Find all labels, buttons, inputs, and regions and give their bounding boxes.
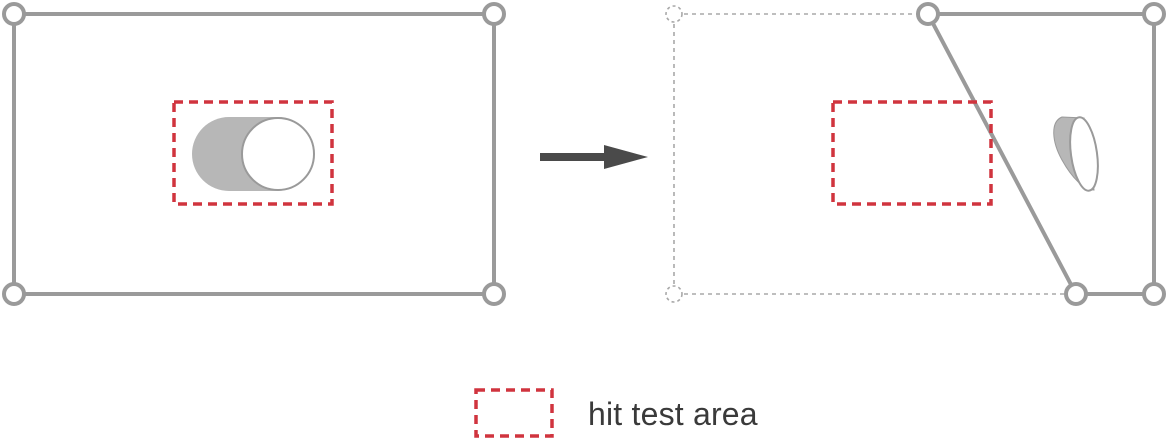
transform-arrow-icon bbox=[540, 145, 648, 169]
toggle-knob bbox=[241, 117, 315, 191]
toggle-switch-icon bbox=[192, 117, 315, 191]
arrow-head bbox=[604, 145, 648, 169]
rotated-handle-top-left bbox=[916, 2, 940, 26]
rotated-view bbox=[665, 2, 1166, 306]
hit-test-area-original bbox=[172, 100, 334, 206]
ghost-handle-top-left bbox=[665, 5, 683, 23]
legend-label: hit test area bbox=[588, 396, 758, 432]
corner-handle-bottom-left bbox=[2, 282, 26, 306]
original-view bbox=[2, 2, 506, 306]
hit-test-area-rotated bbox=[831, 100, 993, 206]
ghost-frame bbox=[673, 13, 1076, 295]
corner-handle-top-right bbox=[482, 2, 506, 26]
original-view-frame bbox=[12, 12, 496, 296]
rotated-handle-bottom-right bbox=[1142, 282, 1166, 306]
rotated-handle-bottom-left bbox=[1064, 282, 1088, 306]
corner-handle-bottom-right bbox=[482, 282, 506, 306]
corner-handle-top-left bbox=[2, 2, 26, 26]
rotated-toggle-icon bbox=[1053, 116, 1099, 192]
rotated-view-frame bbox=[924, 12, 1156, 296]
ghost-handle-bottom-left bbox=[665, 285, 683, 303]
legend-swatch bbox=[474, 388, 554, 438]
rotated-toggle-knob bbox=[1069, 116, 1099, 192]
rotated-handle-top-right bbox=[1142, 2, 1166, 26]
